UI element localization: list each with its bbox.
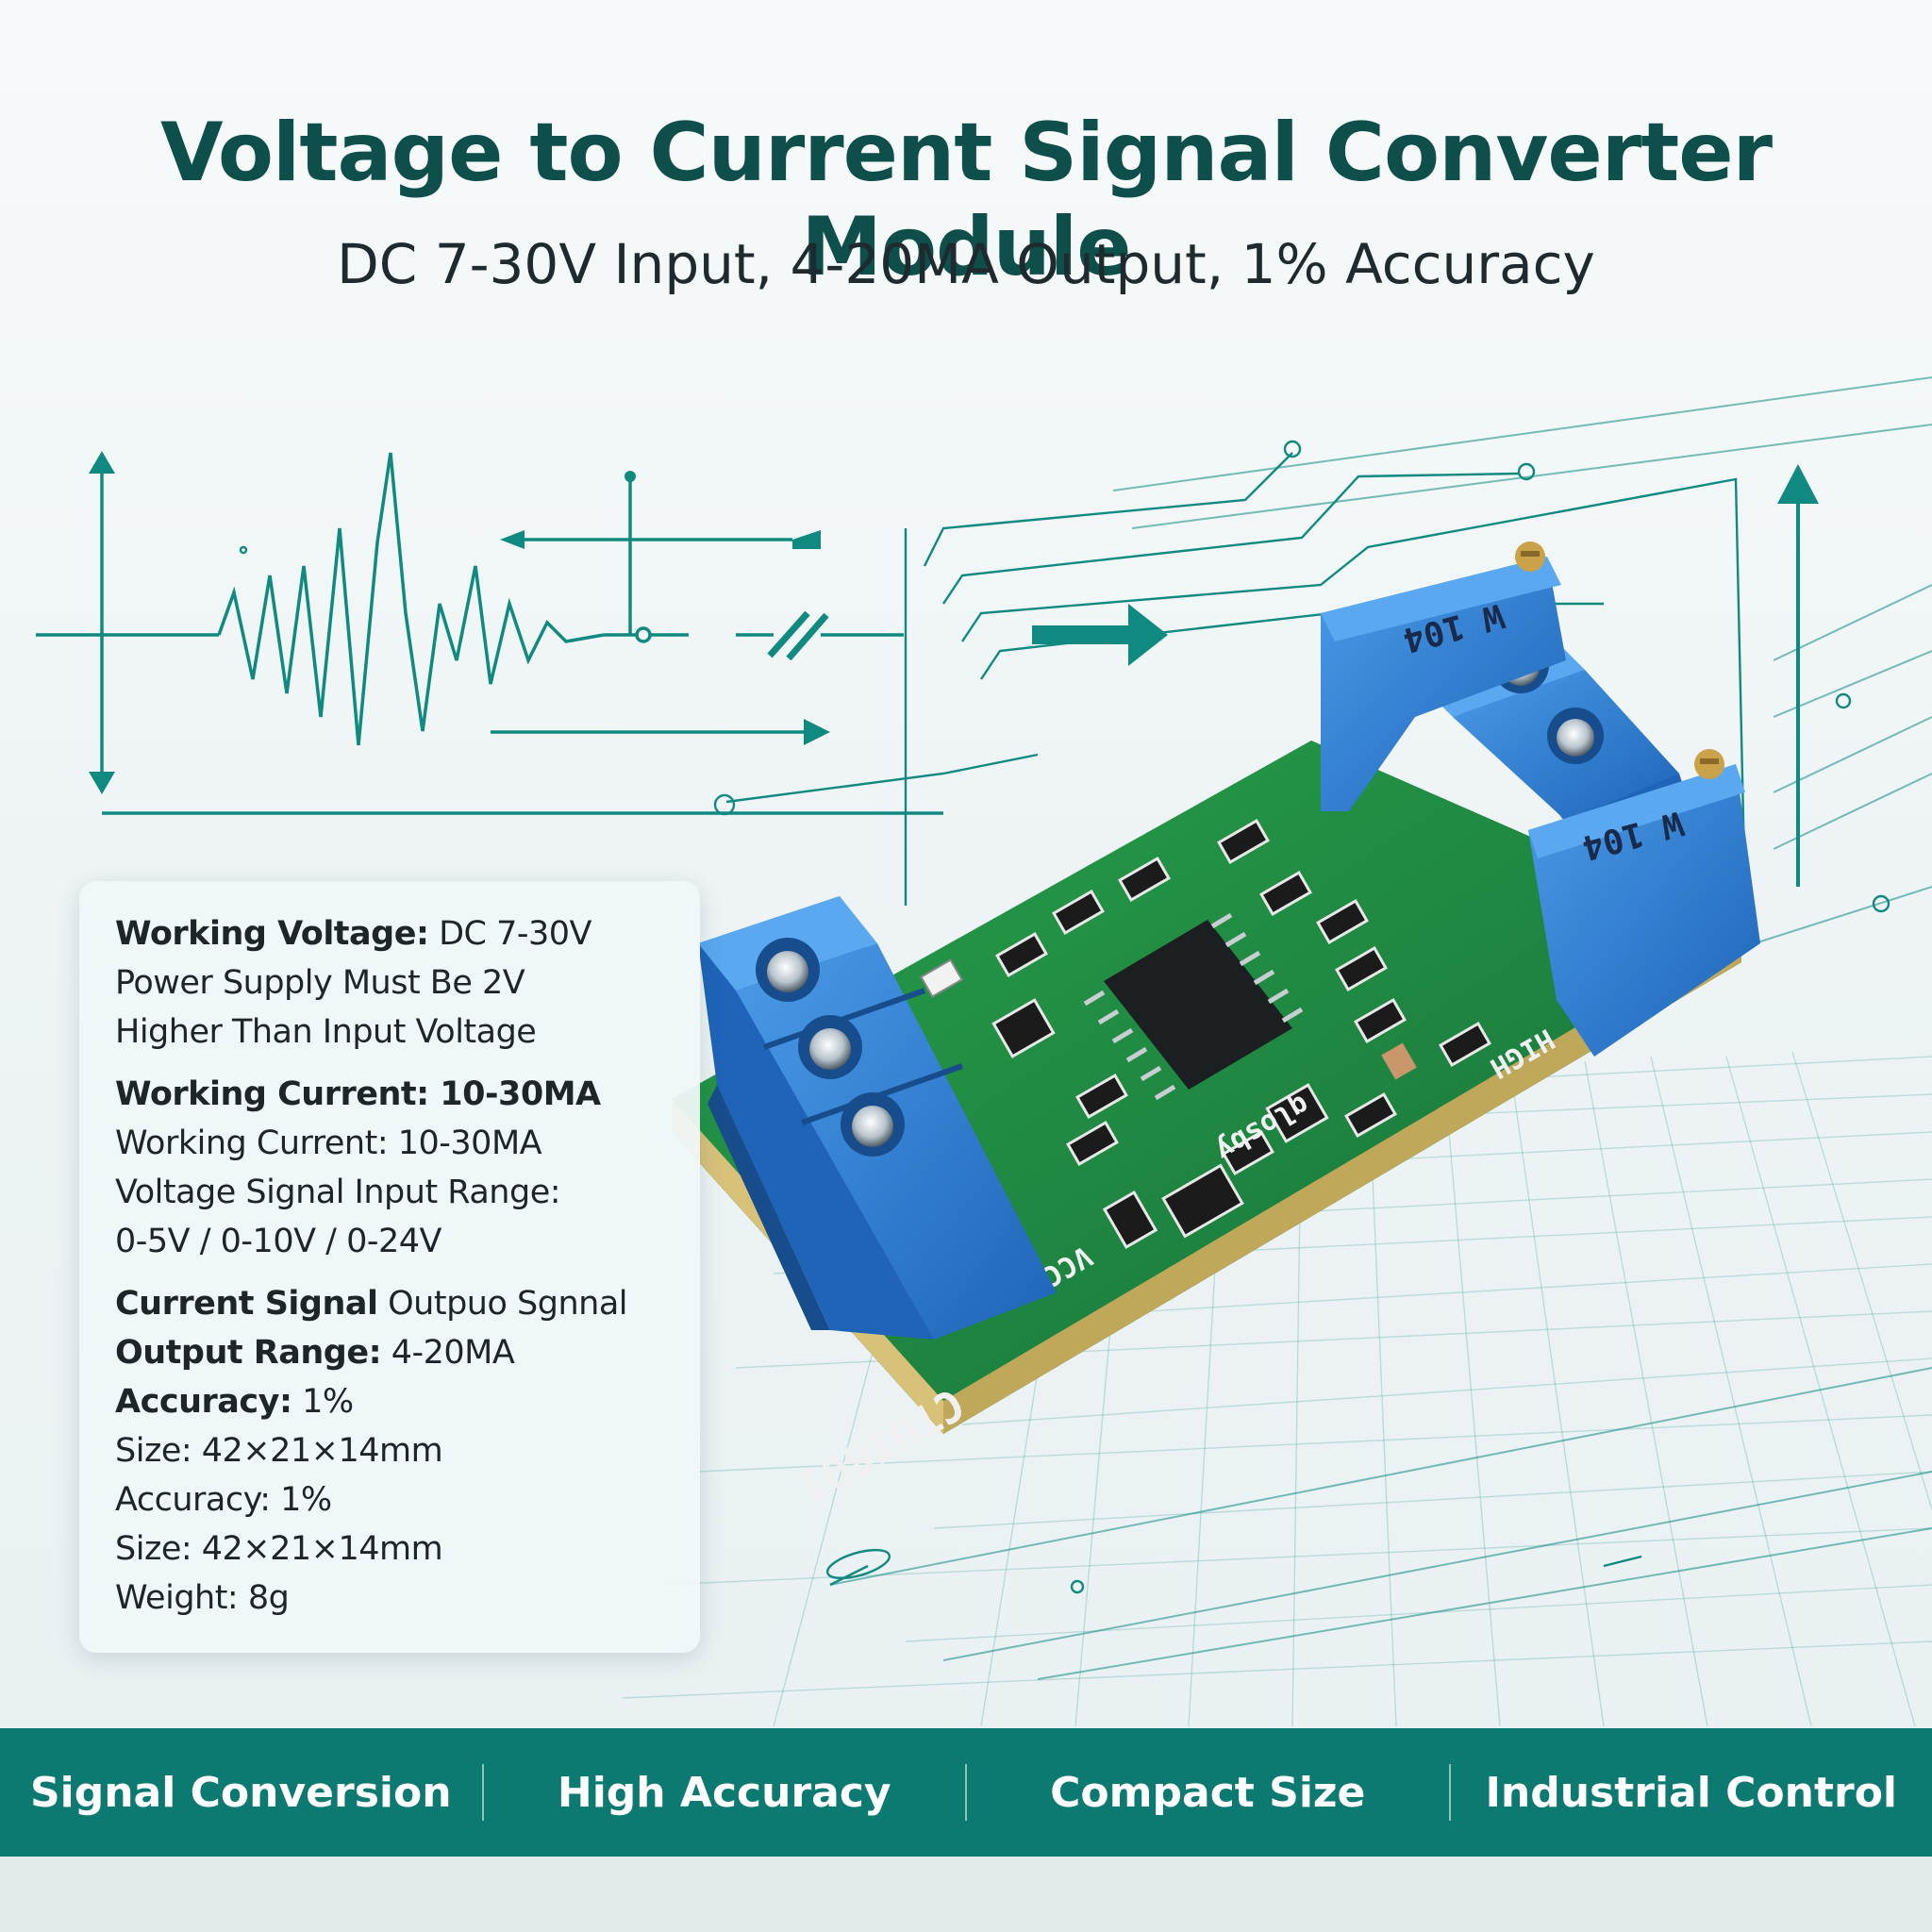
spec-size-2: Size: 42×21×14mm (115, 1530, 443, 1568)
ic-chip (1083, 912, 1304, 1101)
arrow-left-icon (500, 530, 525, 549)
screw-icon (852, 1106, 893, 1147)
spec-input-range: 0-5V / 0-10V / 0-24V (115, 1223, 441, 1260)
feature-divider (965, 1764, 967, 1821)
accent-lines (829, 376, 1932, 1680)
bottom-strip (0, 1857, 1932, 1932)
feature-high-accuracy: High Accuracy (557, 1768, 891, 1817)
spec-size: Size: 42×21×14mm (115, 1432, 443, 1470)
arrow-up-icon (89, 451, 115, 474)
screw-icon (1557, 719, 1594, 757)
spec-weight: Weight: 8g (115, 1579, 290, 1617)
feature-signal-conversion: Signal Conversion (29, 1768, 452, 1817)
spec-card: Working Voltage: DC 7-30V Power Supply M… (79, 881, 700, 1653)
spec-working-current: Working Current: 10-30MA (115, 1124, 542, 1162)
spec-output-range: Output Range: 4-20MA (115, 1334, 515, 1372)
terminal-block-left (698, 896, 1057, 1340)
arrow-up-right (1777, 464, 1819, 887)
spec-input-range-label: Voltage Signal Input Range: (115, 1174, 561, 1211)
feature-industrial-control: Industrial Control (1485, 1768, 1898, 1817)
feature-divider (481, 1764, 484, 1821)
arrow-down-icon (89, 772, 115, 794)
capacitor-icon (767, 610, 829, 661)
waveform-diagram (36, 451, 943, 815)
led (920, 958, 963, 998)
signal-wave (217, 452, 605, 746)
circuit-traces (239, 440, 1890, 1594)
spec-working-voltage: Working Voltage: DC 7-30V (115, 915, 591, 953)
screw-icon (809, 1028, 851, 1070)
spec-accuracy: Accuracy: 1% (115, 1481, 332, 1519)
feature-compact-size: Compact Size (1050, 1768, 1366, 1817)
spec-power-supply-2: Higher Than Input Voltage (115, 1013, 537, 1051)
spec-current-signal: Current Signal Outpuo Sgnnal (115, 1285, 627, 1323)
feature-bar: Signal Conversion High Accuracy Compact … (0, 1728, 1932, 1857)
feature-divider (1448, 1764, 1451, 1821)
spec-accuracy-bold: Accuracy: 1% (115, 1383, 354, 1421)
spec-working-current-bold: Working Current: 10-30MA (115, 1075, 601, 1113)
spec-power-supply: Power Supply Must Be 2V (115, 964, 525, 1002)
screw-icon (767, 951, 808, 992)
page-subtitle: DC 7-30V Input, 4-20MA Output, 1% Accura… (337, 232, 1595, 296)
smd-components (991, 819, 1491, 1249)
page-title: Voltage to Current Signal Converter Modu… (159, 106, 1773, 294)
capacitor (1381, 1042, 1417, 1080)
potentiometer-2: W 104 (1528, 749, 1760, 1057)
potentiometer-1: W 104 (1321, 541, 1566, 811)
silkscreen-left: CTUI8OI (790, 1377, 974, 1513)
arrow-right-icon (804, 719, 830, 745)
